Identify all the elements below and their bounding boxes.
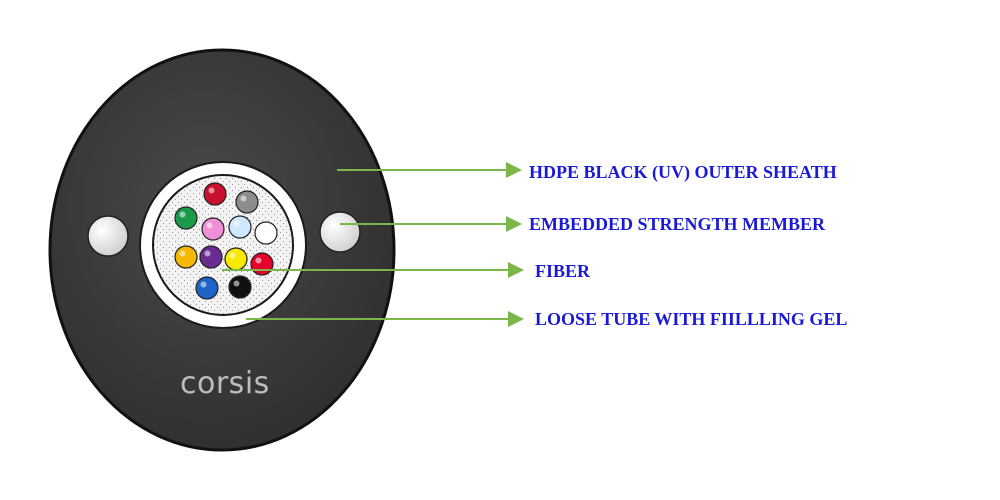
label-strength-member: EMBEDDED STRENGTH MEMBER	[529, 214, 826, 234]
fiber-highlight	[229, 252, 236, 259]
fiber-highlight	[179, 250, 186, 257]
fiber-highlight	[200, 281, 207, 288]
fiber-highlight	[179, 211, 186, 218]
label-fiber: FIBER	[535, 261, 591, 281]
fiber-red	[203, 182, 227, 206]
fiber-highlight	[255, 257, 262, 264]
label-outer-sheath: HDPE BLACK (UV) OUTER SHEATH	[529, 162, 837, 182]
fiber-highlight	[204, 250, 211, 257]
fiber-highlight	[240, 195, 247, 202]
fiber-highlight	[233, 220, 240, 227]
fiber-highlight	[206, 222, 213, 229]
fiber-highlight	[208, 187, 215, 194]
label-loose-tube: LOOSE TUBE WITH FIILLLING GEL	[535, 309, 848, 329]
fiber-highlight	[233, 280, 240, 287]
fiber-light-blue	[228, 215, 252, 239]
fiber-black	[228, 275, 252, 299]
strength-member-right	[319, 211, 361, 253]
fiber-green	[174, 206, 198, 230]
fiber-orange	[174, 245, 198, 269]
fiber-yellow	[224, 247, 248, 271]
fiber-red-2	[250, 252, 274, 276]
fiber-bundle	[174, 182, 278, 300]
fiber-highlight	[259, 226, 266, 233]
fiber-pink	[201, 217, 225, 241]
strength-member-left	[87, 215, 129, 257]
fiber-blue	[195, 276, 219, 300]
fiber-violet	[199, 245, 223, 269]
brand-name: corsis	[180, 366, 270, 401]
fiber-white	[254, 221, 278, 245]
fiber-grey	[235, 190, 259, 214]
